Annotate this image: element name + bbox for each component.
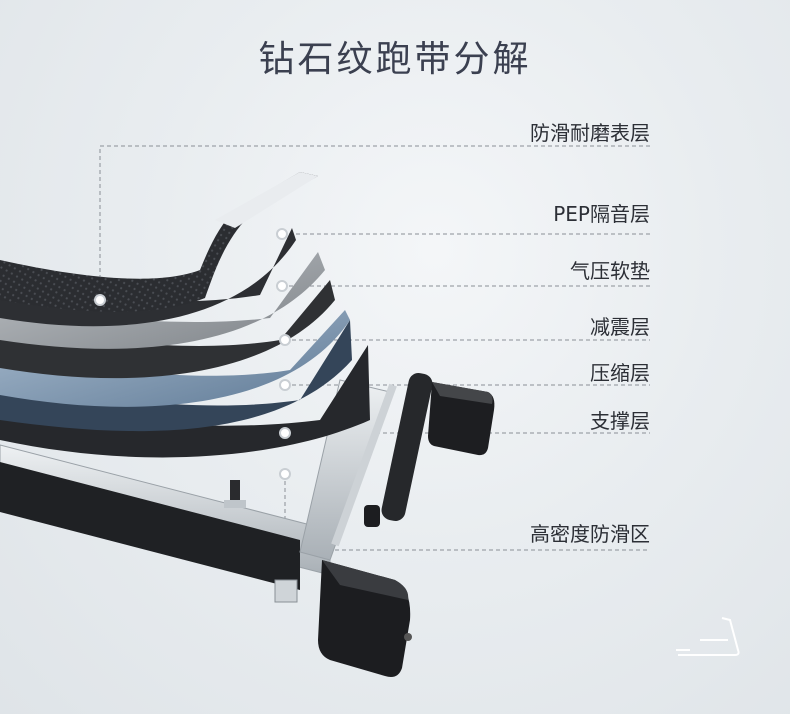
- marker-support: [279, 427, 291, 439]
- leader-line-surface: [99, 145, 650, 300]
- label-shock-absorption: 减震层: [590, 315, 650, 339]
- label-air-cushion: 气压软垫: [570, 259, 650, 283]
- page-title: 钻石纹跑带分解: [258, 39, 532, 80]
- front-end-cap: [224, 480, 412, 677]
- label-support: 支撑层: [590, 409, 650, 433]
- layers: [0, 172, 370, 458]
- layer-markers: [94, 228, 291, 480]
- label-compression: 压缩层: [590, 361, 650, 385]
- marker-pep: [276, 228, 288, 240]
- label-high-density-anti-slip: 高密度防滑区: [530, 522, 650, 546]
- marker-compress: [279, 379, 291, 391]
- marker-shock: [279, 334, 291, 346]
- label-pep-sound-insulation: PEP隔音层: [553, 202, 650, 226]
- label-anti-slip-wear-surface: 防滑耐磨表层: [530, 121, 650, 145]
- roller: [364, 373, 495, 527]
- marker-air: [276, 280, 288, 292]
- marker-surface: [94, 294, 106, 306]
- treadmill-icon: [676, 617, 740, 656]
- marker-antislip: [279, 468, 291, 480]
